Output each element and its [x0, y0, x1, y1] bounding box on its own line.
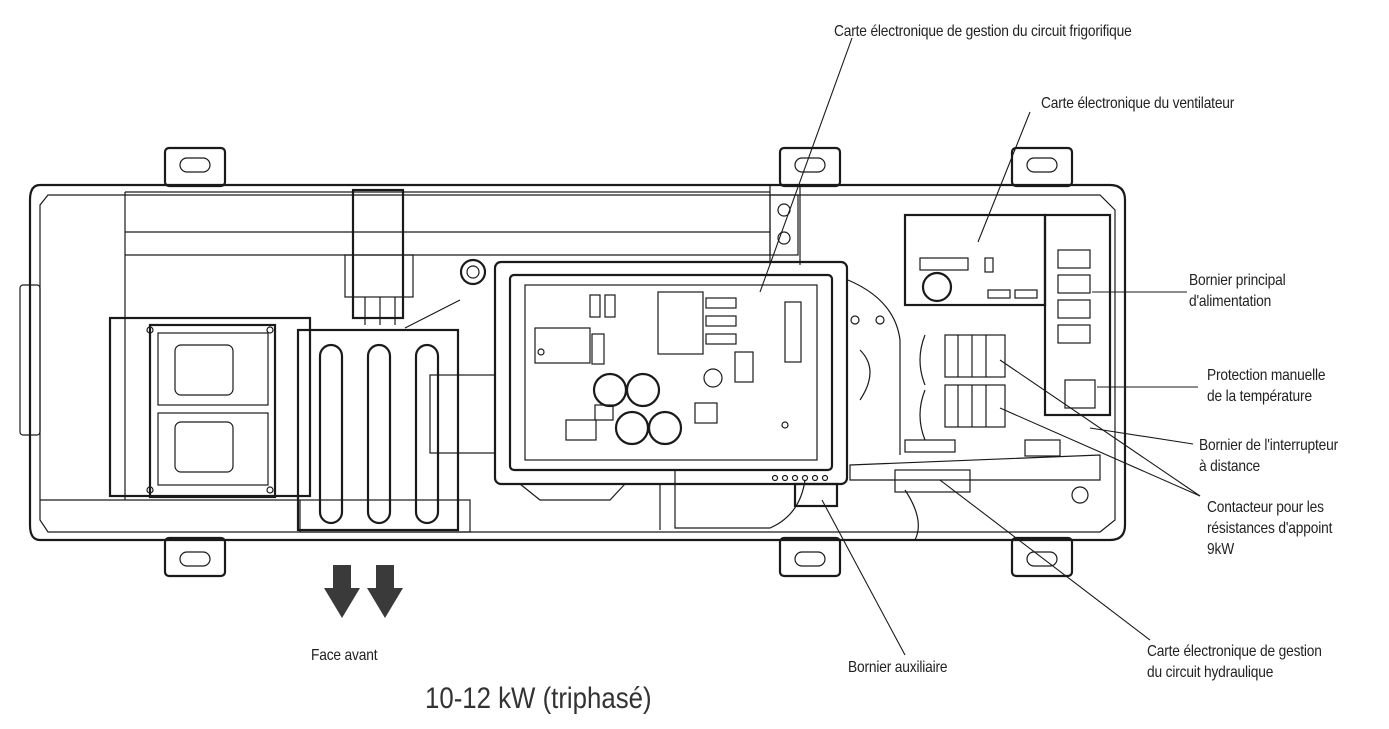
label-line: Bornier principal — [1189, 272, 1286, 289]
right-section — [519, 194, 1112, 541]
label-line: Protection manuelle — [1207, 367, 1326, 384]
down-arrow-icon — [367, 565, 403, 618]
label-carte-ventilateur: Carte électronique du ventilateur — [1041, 95, 1235, 112]
front-arrows — [324, 565, 403, 618]
heat-exchanger — [296, 188, 496, 533]
label-bornier-auxiliaire: Bornier auxiliaire — [848, 659, 948, 676]
label-line: 9kW — [1207, 541, 1235, 558]
label-bornier-interrupteur: Bornier de l'interrupteur à distance — [1199, 435, 1338, 477]
label-line: Contacteur pour les — [1207, 499, 1324, 516]
label-line: résistances d'appoint — [1207, 520, 1333, 537]
diagram-caption: 10-12 kW (triphasé) — [425, 682, 652, 715]
mounting-brackets — [163, 146, 1074, 578]
label-carte-hydraulique: Carte électronique de gestion du circuit… — [1147, 641, 1322, 683]
label-protection-manuelle: Protection manuelle de la température — [1207, 365, 1326, 407]
compressor-block — [108, 316, 312, 499]
inverter-pcb-drawing — [493, 260, 849, 486]
label-line: Bornier de l'interrupteur — [1199, 437, 1339, 454]
label-bornier-principal: Bornier principal d'alimentation — [1189, 270, 1286, 312]
label-line: à distance — [1199, 458, 1261, 475]
leader-lines — [759, 37, 1201, 656]
label-contacteur: Contacteur pour les résistances d'appoin… — [1207, 497, 1332, 560]
label-line: de la température — [1207, 388, 1312, 405]
label-line: du circuit hydraulique — [1147, 664, 1274, 681]
label-face-avant: Face avant — [311, 647, 378, 664]
label-line: d'alimentation — [1189, 293, 1272, 310]
label-line: Carte électronique de gestion — [1147, 643, 1322, 660]
down-arrow-icon — [324, 565, 360, 618]
label-carte-frigorifique: Carte électronique de gestion du circuit… — [834, 23, 1132, 40]
